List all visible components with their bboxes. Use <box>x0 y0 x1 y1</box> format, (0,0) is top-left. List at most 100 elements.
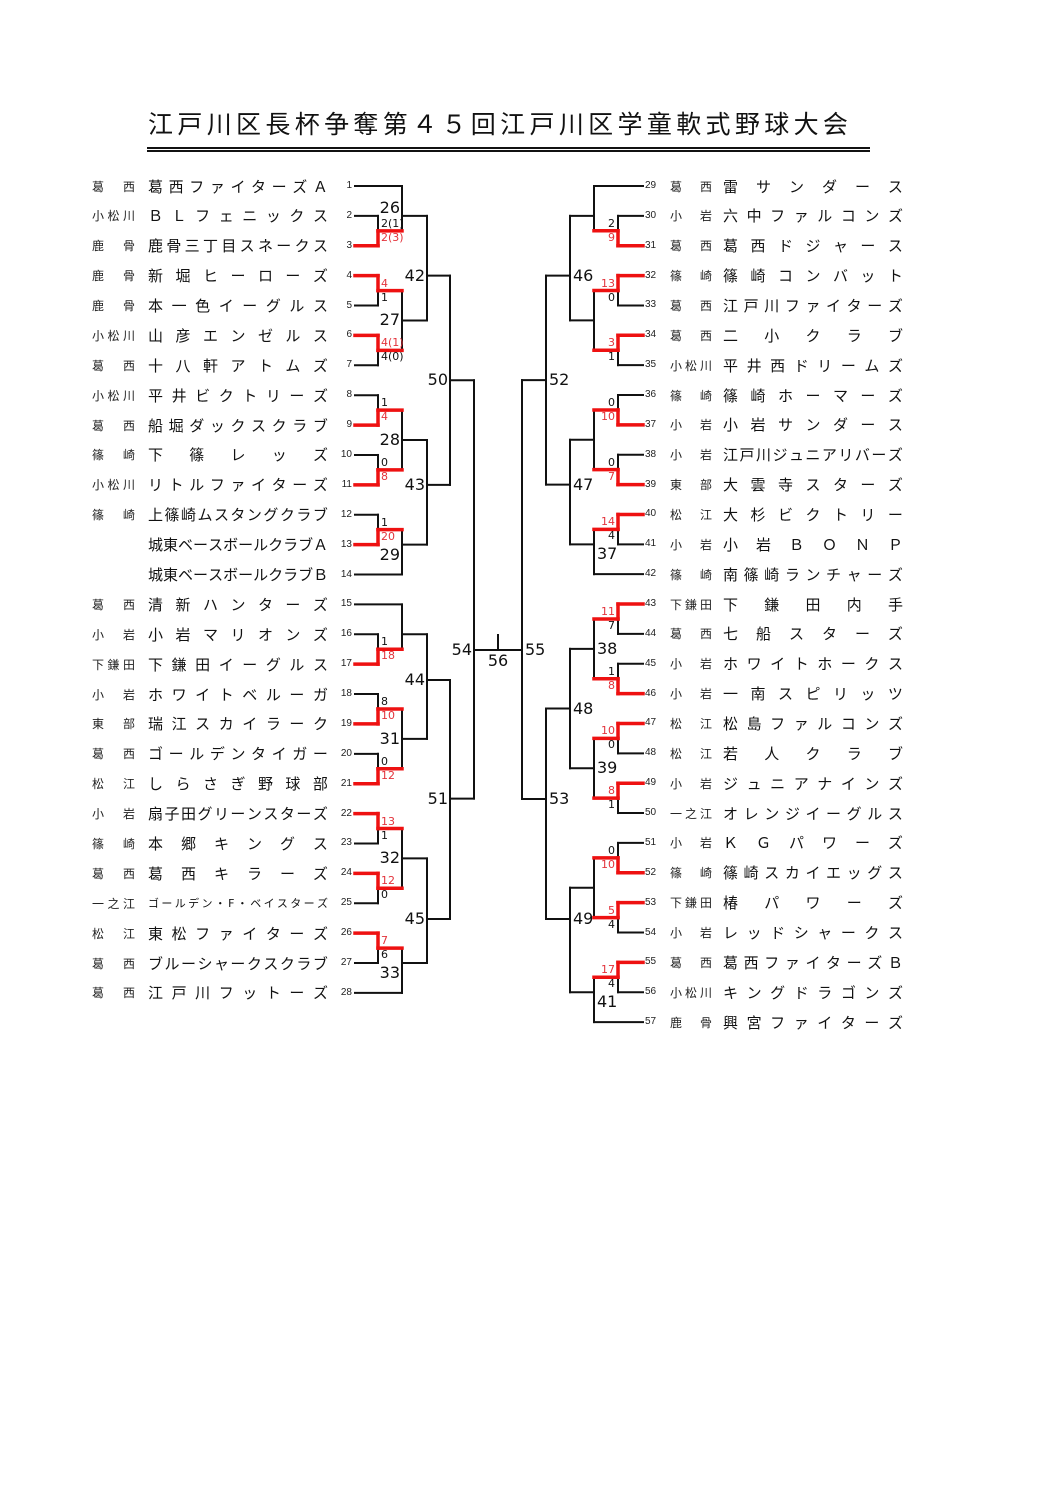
winner-score: 13 <box>381 814 395 828</box>
text-char: 川 <box>206 110 232 139</box>
loser-score: 2(1) <box>381 216 404 230</box>
winner-score: 7 <box>608 469 615 483</box>
text-char: 戸 <box>529 110 555 139</box>
loser-score: 4 <box>608 917 615 931</box>
loser-score: 0 <box>608 738 615 752</box>
loser-score: 1 <box>381 828 388 842</box>
match-number: 27 <box>379 310 400 330</box>
winner-score: 12 <box>381 874 395 888</box>
loser-score: 1 <box>381 396 388 410</box>
text-char: 戸 <box>177 110 203 139</box>
text-char: 会 <box>822 110 848 139</box>
match-number: 33 <box>379 963 400 982</box>
text-char: 大 <box>793 110 819 139</box>
text-char: 球 <box>764 110 790 139</box>
winner-score: 2(3) <box>381 230 404 244</box>
loser-score: 1 <box>608 798 615 812</box>
winner-score: 4 <box>381 410 388 424</box>
match-number: 37 <box>597 544 618 564</box>
match-number: 26 <box>379 197 400 217</box>
text-char: 川 <box>558 110 584 139</box>
winner-score: 7 <box>381 934 388 948</box>
winner-score: 8 <box>608 784 615 798</box>
winner-score: 8 <box>608 678 615 692</box>
match-number: 51 <box>427 788 448 808</box>
text-char: ５ <box>441 110 467 139</box>
winner-score: 20 <box>381 529 395 543</box>
loser-score: 0 <box>608 843 615 857</box>
match-number: 53 <box>549 789 570 808</box>
text-char: 軟 <box>676 110 702 139</box>
match-number: 39 <box>597 758 618 778</box>
match-number: 42 <box>404 265 425 285</box>
match-number: 41 <box>597 992 618 1012</box>
text-char: 長 <box>265 110 291 139</box>
loser-score: 4 <box>608 529 615 543</box>
title-double-rule <box>147 147 870 152</box>
match-number: 46 <box>573 265 594 285</box>
winner-score: 10 <box>381 708 395 722</box>
match-number: 29 <box>379 544 400 564</box>
winner-score: 18 <box>381 649 395 663</box>
loser-score: 7 <box>608 618 615 632</box>
loser-score: 0 <box>608 455 615 469</box>
winner-score: 14 <box>601 515 615 529</box>
text-char: 杯 <box>294 110 320 139</box>
loser-score: 0 <box>381 754 388 768</box>
text-char: 争 <box>324 110 350 139</box>
bracket-line-group <box>354 185 644 1024</box>
winner-line-group <box>353 229 645 980</box>
text-char: 第 <box>382 110 408 139</box>
loser-score: 1 <box>381 515 388 529</box>
winner-score: 12 <box>381 768 395 782</box>
loser-score: 1 <box>381 290 388 304</box>
text-char: 区 <box>588 110 614 139</box>
match-number: 38 <box>597 638 618 658</box>
winner-score: 17 <box>601 963 615 977</box>
text-char: 野 <box>734 110 760 139</box>
loser-score: 1 <box>381 635 388 649</box>
text-char: 江 <box>500 110 526 139</box>
match-number: 28 <box>379 430 400 450</box>
loser-score: 0 <box>608 290 615 304</box>
winner-score: 4(1) <box>381 336 404 350</box>
winner-score: 4 <box>381 276 388 290</box>
winner-score: 11 <box>601 604 615 618</box>
text-char: 江 <box>148 110 174 139</box>
loser-score: 6 <box>381 948 388 962</box>
match-number: 31 <box>379 728 400 748</box>
match-number: 32 <box>379 848 400 868</box>
match-number: 50 <box>427 370 448 390</box>
match-number: 55 <box>525 640 546 659</box>
loser-score: 1 <box>608 664 615 678</box>
winner-score: 8 <box>381 469 388 483</box>
winner-score: 9 <box>608 230 615 244</box>
text-char: 奪 <box>353 110 379 139</box>
loser-score: 8 <box>381 694 388 708</box>
text-char: 学 <box>617 110 643 139</box>
winner-score: 10 <box>601 857 615 871</box>
match-number: 47 <box>573 474 594 494</box>
match-number: 49 <box>573 909 594 928</box>
winner-score: 5 <box>608 903 615 917</box>
text-char: 童 <box>646 110 672 139</box>
winner-score: 3 <box>608 336 615 350</box>
text-char: 区 <box>236 110 262 139</box>
text-char: 式 <box>705 110 731 139</box>
winner-score: 13 <box>601 276 615 290</box>
match-number: 43 <box>404 474 425 494</box>
loser-score: 4(0) <box>381 350 404 364</box>
loser-score: 0 <box>381 888 388 902</box>
match-number: 48 <box>573 698 594 718</box>
match-number: 52 <box>549 370 570 390</box>
match-number: 45 <box>404 909 425 928</box>
match-number: 44 <box>404 670 425 689</box>
match-number: 54 <box>451 640 472 659</box>
winner-score: 10 <box>601 409 615 423</box>
text-char: 回 <box>470 110 496 139</box>
loser-score: 4 <box>608 977 615 991</box>
loser-score: 1 <box>608 350 615 364</box>
